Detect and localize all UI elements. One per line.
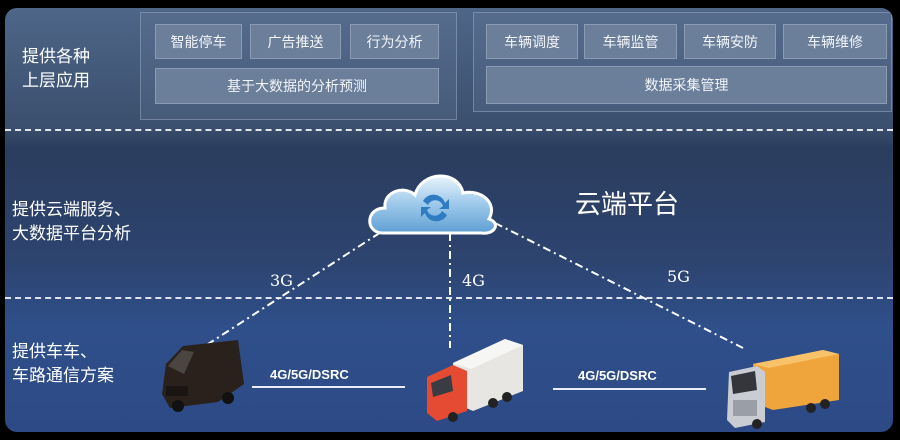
behavior-analysis-button[interactable]: 行为分析	[350, 24, 439, 59]
label-line: 车路通信方案	[12, 366, 114, 386]
yellow-truck-icon	[727, 350, 839, 429]
label-line: 提供车车、	[12, 342, 97, 362]
link-3g	[204, 222, 396, 347]
link-label-5g: 5G	[667, 267, 690, 286]
layer-divider	[5, 129, 893, 131]
v2v-label: 4G/5G/DSRC	[578, 368, 657, 383]
layer-divider	[5, 297, 893, 299]
cloud-platform-title: 云端平台	[575, 190, 680, 220]
big-data-prediction-button[interactable]: 基于大数据的分析预测	[155, 68, 439, 104]
connection-lines	[204, 222, 744, 349]
vehicle-maintenance-button[interactable]: 车辆维修	[783, 24, 887, 59]
architecture-panel: 提供各种 上层应用 智能停车 广告推送 行为分析 基于大数据的分析预测 车辆调度…	[5, 8, 893, 432]
application-layer-label: 提供各种 上层应用	[22, 45, 90, 93]
red-truck-icon	[427, 339, 523, 422]
cloud-layer-label: 提供云端服务、 大数据平台分析	[12, 198, 131, 246]
label-line: 上层应用	[22, 71, 90, 91]
ad-push-button[interactable]: 广告推送	[250, 24, 341, 59]
label-line: 提供各种	[22, 47, 90, 67]
cloud-icon	[368, 174, 497, 235]
link-label-3g: 3G	[270, 271, 293, 290]
link-label-4g: 4G	[462, 271, 485, 290]
label-line: 提供云端服务、	[12, 200, 131, 220]
van-icon	[162, 340, 244, 412]
vehicle-security-button[interactable]: 车辆安防	[684, 24, 776, 59]
smart-parking-button[interactable]: 智能停车	[155, 24, 242, 59]
v2v-label: 4G/5G/DSRC	[270, 367, 349, 382]
label-line: 大数据平台分析	[12, 224, 131, 244]
link-5g	[494, 222, 744, 349]
vehicle-dispatch-button[interactable]: 车辆调度	[486, 24, 578, 59]
v2v-line	[553, 388, 706, 390]
vehicle-layer-label: 提供车车、 车路通信方案	[12, 340, 114, 388]
vehicle-monitoring-button[interactable]: 车辆监管	[584, 24, 677, 59]
data-collection-button[interactable]: 数据采集管理	[486, 66, 887, 104]
v2v-line	[252, 386, 405, 388]
